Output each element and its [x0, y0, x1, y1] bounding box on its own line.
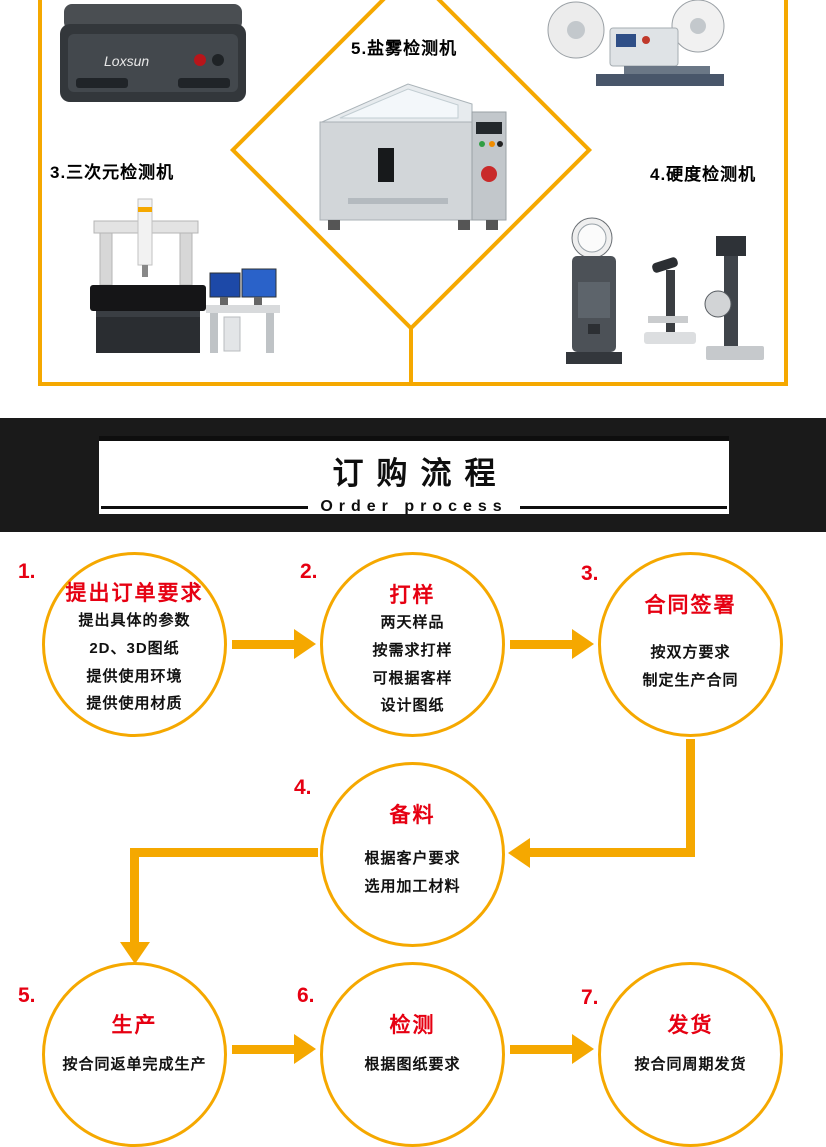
spectrometer-logo-text: Loxsun [104, 53, 149, 69]
step-2-line: 可根据客样 [372, 669, 453, 687]
arrow-head-step3-to-step4 [508, 838, 530, 868]
flow-step-6-circle: 检测 根据图纸要求 [320, 962, 505, 1147]
step-6-title: 检测 [389, 1014, 436, 1037]
subtitle-line-left [101, 505, 309, 509]
flow-step-4-circle: 备料 根据客户要求 选用加工材料 [320, 762, 505, 947]
cmm-machine-photo [82, 195, 282, 370]
salt-spray-chamber-image [319, 83, 507, 230]
step-1-line: 提出具体的参数 [78, 612, 191, 629]
product-label-salt-spray: 5.盐雾检测机 [351, 39, 458, 58]
step-3-number: 3. [581, 562, 599, 585]
gold-connector-line [409, 328, 413, 386]
step-3-line: 制定生产合同 [642, 671, 739, 689]
products-section: Loxsun [0, 0, 826, 418]
arrow-step4-to-step5 [130, 848, 139, 944]
arrow-head-step1-to-step2 [294, 629, 316, 659]
step-1-line: 提供使用环境 [86, 667, 183, 685]
step-1-line: 2D、3D图纸 [89, 639, 180, 657]
flow-step-3-circle: 合同签署 按双方要求 制定生产合同 [598, 552, 783, 737]
arrow-head-step6-to-step7 [572, 1034, 594, 1064]
subtitle-line-right [519, 505, 728, 509]
arrow-head-step2-to-step3 [572, 629, 594, 659]
arrow-step3-down-segment [686, 739, 695, 857]
gold-frame-bottom [38, 382, 788, 386]
hardness-tester-photo [548, 212, 768, 372]
flow-step-2-circle: 打样 两天样品 按需求打样 可根据客样 设计图纸 [320, 552, 505, 737]
step-4-title: 备料 [389, 804, 436, 827]
arrow-head-step4-to-step5 [120, 942, 150, 964]
order-process-subtitle: Order process [320, 498, 508, 515]
step-5-title: 生产 [111, 1014, 158, 1037]
step-7-number: 7. [581, 986, 599, 1009]
product-label-hardness: 4.硬度检测机 [650, 165, 757, 184]
step-2-line: 设计图纸 [380, 697, 445, 715]
arrow-step3-to-step4 [530, 848, 695, 857]
step-2-number: 2. [300, 560, 318, 583]
salt-spray-chamber-photo [308, 78, 513, 233]
step-1-line: 提供使用材质 [86, 695, 183, 713]
cmm-machine-image [90, 198, 280, 353]
order-process-subtitle-row: Order process [99, 498, 729, 516]
gold-frame-left [38, 0, 42, 386]
step-2-title: 打样 [389, 584, 436, 607]
gold-frame-right [784, 0, 788, 386]
flow-step-7-circle: 发货 按合同周期发货 [598, 962, 783, 1147]
step-6-number: 6. [297, 984, 315, 1007]
hardness-tester-image [566, 217, 764, 364]
tape-reel-machine-image [547, 0, 725, 86]
step-5-number: 5. [18, 984, 36, 1007]
step-2-line: 两天样品 [380, 614, 445, 631]
order-process-title: 订购流程 [332, 456, 509, 491]
spectrometer-photo: Loxsun [58, 0, 248, 105]
arrow-step1-to-step2 [232, 640, 294, 649]
flow-step-5-circle: 生产 按合同返单完成生产 [42, 962, 227, 1147]
flow-step-1-circle: 提出订单要求 提出具体的参数 2D、3D图纸 提供使用环境 提供使用材质 [42, 552, 227, 737]
step-7-title: 发货 [667, 1014, 714, 1037]
product-label-cmm: 3.三次元检测机 [50, 163, 175, 182]
step-3-line: 按双方要求 [650, 644, 731, 661]
step-1-title: 提出订单要求 [65, 582, 204, 605]
arrow-head-step5-to-step6 [294, 1034, 316, 1064]
step-2-line: 按需求打样 [372, 641, 453, 659]
step-4-number: 4. [294, 776, 312, 799]
order-process-title-box: 订购流程 Order process [99, 436, 729, 516]
step-4-line: 根据客户要求 [364, 850, 461, 867]
order-process-header-band: 订购流程 Order process [0, 418, 826, 532]
arrow-step2-to-step3 [510, 640, 572, 649]
step-1-number: 1. [18, 560, 36, 583]
arrow-step5-to-step6 [232, 1045, 294, 1054]
step-4-line: 选用加工材料 [364, 877, 461, 895]
step-3-title: 合同签署 [644, 594, 737, 617]
arrow-step4-left-segment [131, 848, 318, 857]
arrow-step6-to-step7 [510, 1045, 572, 1054]
spectrometer-image: Loxsun [60, 4, 246, 102]
tape-reel-machine-photo [540, 0, 735, 95]
